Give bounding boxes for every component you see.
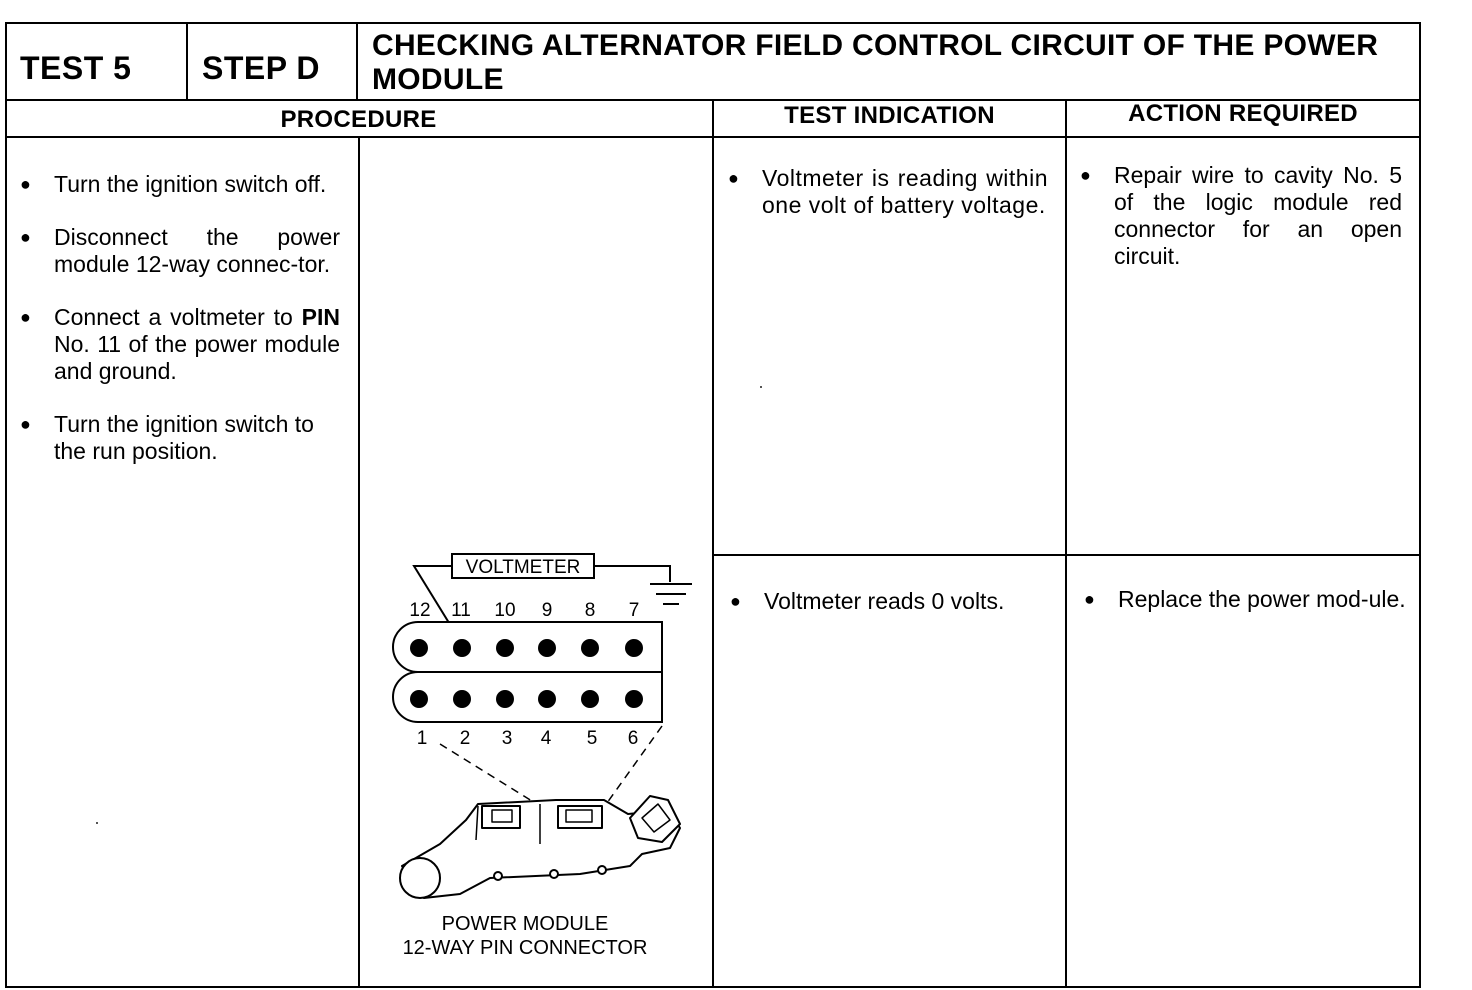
pin-label: 2 (460, 728, 471, 749)
procedure-steps: Turn the ignition switch off. Disconnect… (20, 171, 340, 465)
pin-label: 3 (502, 728, 513, 749)
pin-11 (453, 639, 471, 657)
indication-item: Voltmeter reads 0 volts. (730, 588, 1050, 615)
scan-speck (96, 822, 98, 824)
pin-7 (625, 639, 643, 657)
step-label: STEP D (202, 50, 320, 86)
result-row-divider (714, 554, 1421, 556)
result-row-1-indication: Voltmeter is reading within one volt of … (728, 165, 1048, 219)
pin-label: 7 (629, 600, 640, 621)
leader-line-left (439, 743, 541, 807)
pin-9 (538, 639, 556, 657)
ground-icon (650, 583, 692, 605)
procedure-heading: PROCEDURE (280, 106, 437, 133)
leader-line-right (601, 725, 663, 811)
procedure-step: Turn the ignition switch to the run posi… (20, 411, 340, 465)
page-title: CHECKING ALTERNATOR FIELD CONTROL CIRCUI… (372, 29, 1379, 96)
pin-1 (410, 690, 428, 708)
header-divider-2 (356, 22, 358, 100)
indication-item: Voltmeter is reading within one volt of … (728, 165, 1048, 219)
pin-3 (496, 690, 514, 708)
voltmeter-ground-lead (594, 565, 671, 582)
scan-speck (760, 386, 762, 388)
pin-label: 9 (542, 600, 553, 621)
connector-bottom-row (392, 671, 663, 723)
pin-label: 11 (451, 600, 471, 621)
action-item: Replace the power mod-ule. (1084, 586, 1406, 613)
pin-8 (581, 639, 599, 657)
pin-6 (625, 690, 643, 708)
pin-label: 5 (587, 728, 598, 749)
result-row-2-action: Replace the power mod-ule. (1084, 586, 1406, 613)
power-module-illustration (399, 795, 681, 899)
voltmeter-probe-lead (412, 565, 463, 645)
procedure-inner-divider (358, 136, 360, 988)
pin-12 (410, 639, 428, 657)
result-row-2-indication: Voltmeter reads 0 volts. (730, 588, 1050, 615)
connector-diagram: VOLTMETER 12 11 10 9 8 7 (392, 553, 692, 899)
action-required-heading: ACTION REQUIRED (1128, 100, 1358, 127)
pin-label: 1 (417, 728, 428, 749)
pin-2 (453, 690, 471, 708)
pin-4 (538, 690, 556, 708)
voltmeter-label: VOLTMETER (466, 557, 581, 578)
test-indication-heading: TEST INDICATION (784, 102, 995, 129)
procedure-step: Turn the ignition switch off. (20, 171, 340, 198)
pin-label: 4 (541, 728, 552, 749)
pin-label: 8 (585, 600, 596, 621)
diagram-caption: POWER MODULE 12-WAY PIN CONNECTOR (402, 913, 648, 959)
header-divider-1 (186, 22, 188, 100)
pin-label: 12 (409, 600, 430, 621)
procedure-step: Disconnect the power module 12-way conne… (20, 224, 340, 278)
pin-label: 10 (494, 600, 515, 621)
result-row-1-action: Repair wire to cavity No. 5 of the logic… (1080, 162, 1402, 270)
test-number: TEST 5 (20, 50, 132, 86)
pin-emphasis: PIN (301, 304, 340, 330)
action-item: Repair wire to cavity No. 5 of the logic… (1080, 162, 1402, 270)
procedure-step: Connect a voltmeter to PIN No. 11 of the… (20, 304, 340, 385)
column-divider-action (1065, 99, 1067, 988)
connector-top-row (392, 621, 663, 673)
column-divider-indication (712, 99, 714, 988)
pin-10 (496, 639, 514, 657)
pin-label: 6 (628, 728, 639, 749)
pin-5 (581, 690, 599, 708)
